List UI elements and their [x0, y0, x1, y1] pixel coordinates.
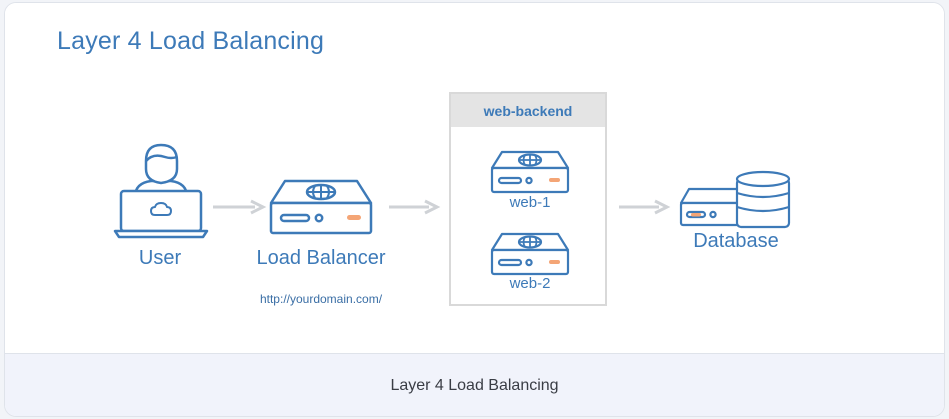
web-backend-header: web-backend [451, 94, 605, 127]
figure-card: Layer 4 Load Balancing User [4, 2, 945, 417]
load-balancer-label: Load Balancer [256, 247, 386, 269]
diagram: Layer 4 Load Balancing User [5, 3, 944, 353]
database-icon [679, 170, 791, 229]
arrow-user-to-lb [213, 199, 267, 215]
arrow-backend-to-db [619, 199, 671, 215]
user-icon [113, 143, 209, 239]
web-2-server-icon [490, 232, 570, 276]
web-backend-group: web-backend [449, 92, 607, 306]
web-2-label: web-2 [509, 275, 551, 292]
user-label: User [138, 247, 182, 269]
diagram-title: Layer 4 Load Balancing [57, 27, 325, 55]
web-1-label: web-1 [509, 194, 551, 211]
database-label: Database [693, 230, 779, 252]
figure-caption: Layer 4 Load Balancing [5, 353, 944, 416]
web-1-server-icon [490, 150, 570, 194]
caption-text: Layer 4 Load Balancing [390, 376, 559, 394]
arrow-lb-to-backend [389, 199, 441, 215]
load-balancer-icon [269, 179, 373, 235]
load-balancer-url: http://yourdomain.com/ [259, 292, 383, 306]
